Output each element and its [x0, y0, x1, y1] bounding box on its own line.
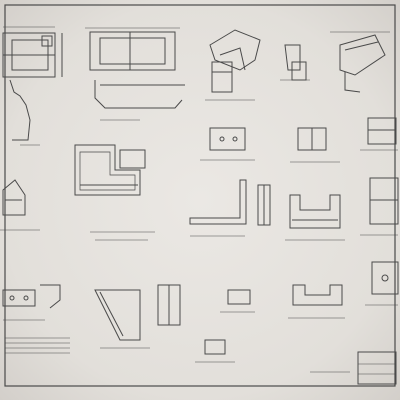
- detail-diagonal-brace: [94, 284, 181, 349]
- detail-top-left: [2, 26, 63, 146]
- detail-top-right-bracket: [330, 31, 390, 93]
- detail-pipe-bracket: [85, 27, 185, 121]
- detail-bottom-center: [195, 339, 235, 363]
- detail-channel-right: [290, 127, 340, 163]
- detail-bottom-left-bar: [2, 284, 61, 321]
- detail-angle-bracket: [205, 29, 261, 101]
- detail-bottom-channel: [288, 284, 345, 319]
- detail-plate: [200, 127, 255, 161]
- detail-small-clip: [280, 44, 310, 81]
- title-block: [310, 351, 397, 385]
- notes-block: [5, 337, 70, 354]
- detail-u-bracket: [285, 194, 345, 241]
- detail-bottom-right-plate: [365, 261, 399, 306]
- detail-stepped-block: [74, 144, 155, 241]
- sheet-border: [4, 4, 396, 387]
- detail-far-right-plate: [360, 117, 398, 151]
- detail-left-bracket: [0, 179, 40, 231]
- detail-small-tab: [220, 289, 255, 313]
- detail-box-right: [360, 177, 399, 236]
- detail-tall-angle: [189, 179, 271, 237]
